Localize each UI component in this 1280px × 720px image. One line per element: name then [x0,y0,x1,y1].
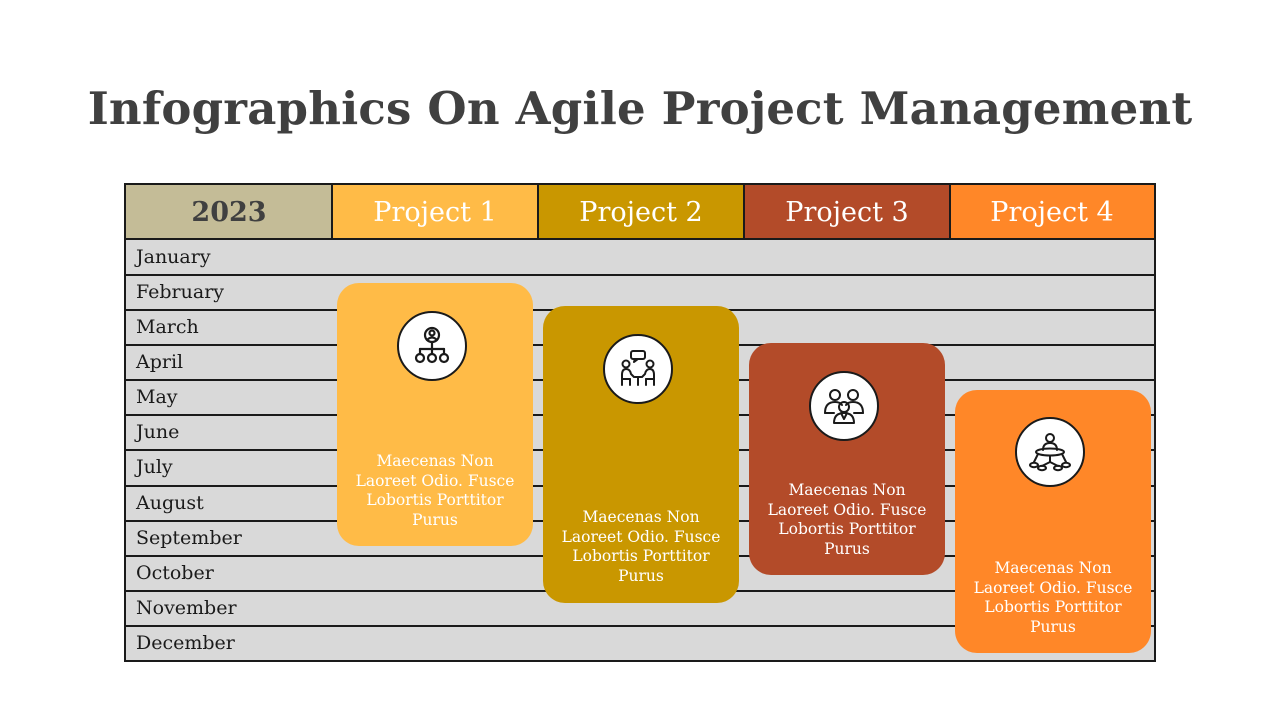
leader-network-icon [1015,417,1085,487]
card-description: Maecenas Non Laoreet Odio. Fusce Loborti… [561,508,721,585]
header-divider [949,185,951,239]
month-label: November [136,597,237,619]
project-3-card: Maecenas Non Laoreet Odio. Fusce Loborti… [749,343,945,575]
header-divider [743,185,745,239]
month-label: August [136,492,204,514]
month-label: July [136,456,173,478]
month-label: October [136,562,214,584]
project-2-card: Maecenas Non Laoreet Odio. Fusce Loborti… [543,306,739,603]
header-divider [537,185,539,239]
project-2-header: Project 2 [538,185,744,239]
card-description: Maecenas Non Laoreet Odio. Fusce Loborti… [355,452,515,529]
page-title: Infographics On Agile Project Management [87,82,1193,135]
month-label: March [136,316,199,338]
month-label: May [136,386,178,408]
header-divider [331,185,333,239]
row-divider [126,625,1154,627]
month-label: February [136,281,225,303]
card-description: Maecenas Non Laoreet Odio. Fusce Loborti… [767,481,927,558]
month-label: December [136,632,235,654]
project-4-card: Maecenas Non Laoreet Odio. Fusce Loborti… [955,390,1151,653]
year-header: 2023 [126,185,332,239]
month-label: January [136,246,211,268]
project-3-header: Project 3 [744,185,950,239]
project-1-card: Maecenas Non Laoreet Odio. Fusce Loborti… [337,283,533,546]
month-label: April [136,351,184,373]
month-label: September [136,527,242,549]
team-group-icon [809,371,879,441]
project-4-header: Project 4 [950,185,1154,239]
org-hierarchy-icon [397,311,467,381]
row-divider [126,274,1154,276]
card-description: Maecenas Non Laoreet Odio. Fusce Loborti… [973,559,1133,636]
people-discussion-icon [603,334,673,404]
month-label: June [136,421,180,443]
project-1-header: Project 1 [332,185,538,239]
row-divider [126,238,1154,240]
